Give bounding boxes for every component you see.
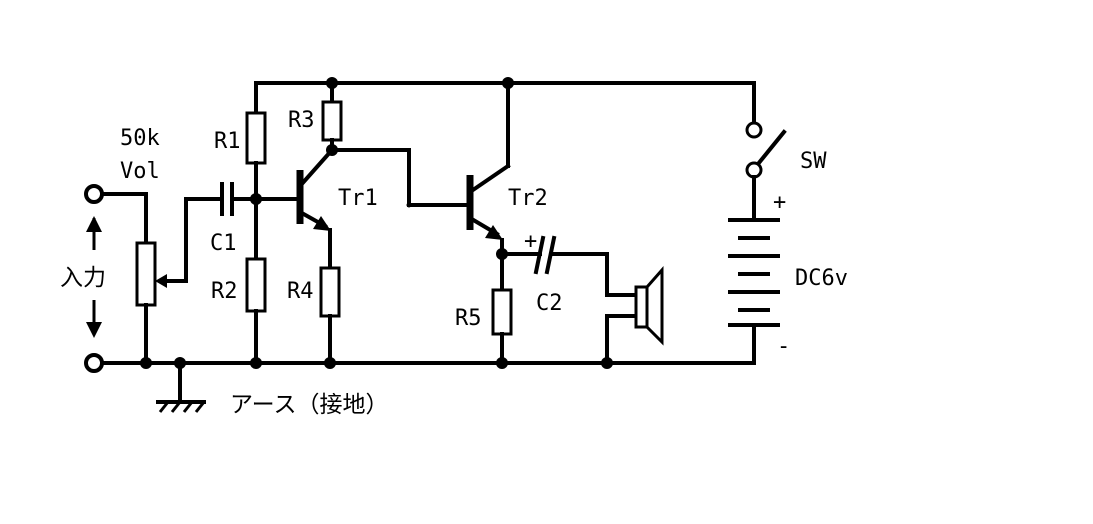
r5-label: R5 xyxy=(455,306,482,331)
capacitor-c1 xyxy=(184,182,298,216)
r3-label: R3 xyxy=(288,108,315,133)
resistor-r5 xyxy=(491,288,513,365)
sw-label: SW xyxy=(800,149,827,174)
r4-label: R4 xyxy=(287,279,314,304)
input-terminal-bottom xyxy=(84,353,104,373)
transistor-tr2 xyxy=(466,81,511,292)
wiper-arrow-icon xyxy=(155,274,167,288)
input-terminals xyxy=(84,184,148,373)
speaker xyxy=(605,252,664,365)
junction-dots xyxy=(140,77,613,369)
r1-label: R1 xyxy=(214,129,241,154)
resistor-r3 xyxy=(321,81,472,207)
vol-name-label: Vol xyxy=(120,159,160,184)
battery xyxy=(728,218,780,365)
arrow-up-icon xyxy=(86,216,102,232)
c2-label: C2 xyxy=(536,291,563,316)
vol-value-label: 50k xyxy=(120,126,160,151)
input-terminal-top xyxy=(84,184,104,204)
arrow-down-icon xyxy=(86,322,102,338)
c2-plus-label: + xyxy=(524,229,537,254)
ground-symbol xyxy=(156,361,206,413)
ground-label: アース（接地） xyxy=(230,392,388,418)
r2-label: R2 xyxy=(211,279,238,304)
c1-label: C1 xyxy=(210,231,237,256)
tr2-label: Tr2 xyxy=(508,186,548,211)
resistor-r1 xyxy=(245,81,267,261)
power-switch xyxy=(745,81,787,222)
resistor-r2 xyxy=(245,257,267,365)
resistor-r4 xyxy=(319,266,341,365)
tr1-label: Tr1 xyxy=(338,186,378,211)
capacitor-c2 xyxy=(500,235,609,275)
volume-potentiometer xyxy=(135,192,188,365)
emitter-arrow-icon xyxy=(313,216,331,231)
battery-minus-label: - xyxy=(777,334,790,359)
input-label: 入力 xyxy=(60,265,106,291)
transistor-tr1 xyxy=(296,147,335,270)
emitter-arrow-icon xyxy=(485,225,503,240)
speaker-icon xyxy=(634,285,649,329)
battery-plus-label: + xyxy=(773,190,786,215)
battery-label: DC6v xyxy=(795,266,848,291)
vol-resistor-body xyxy=(135,241,157,307)
